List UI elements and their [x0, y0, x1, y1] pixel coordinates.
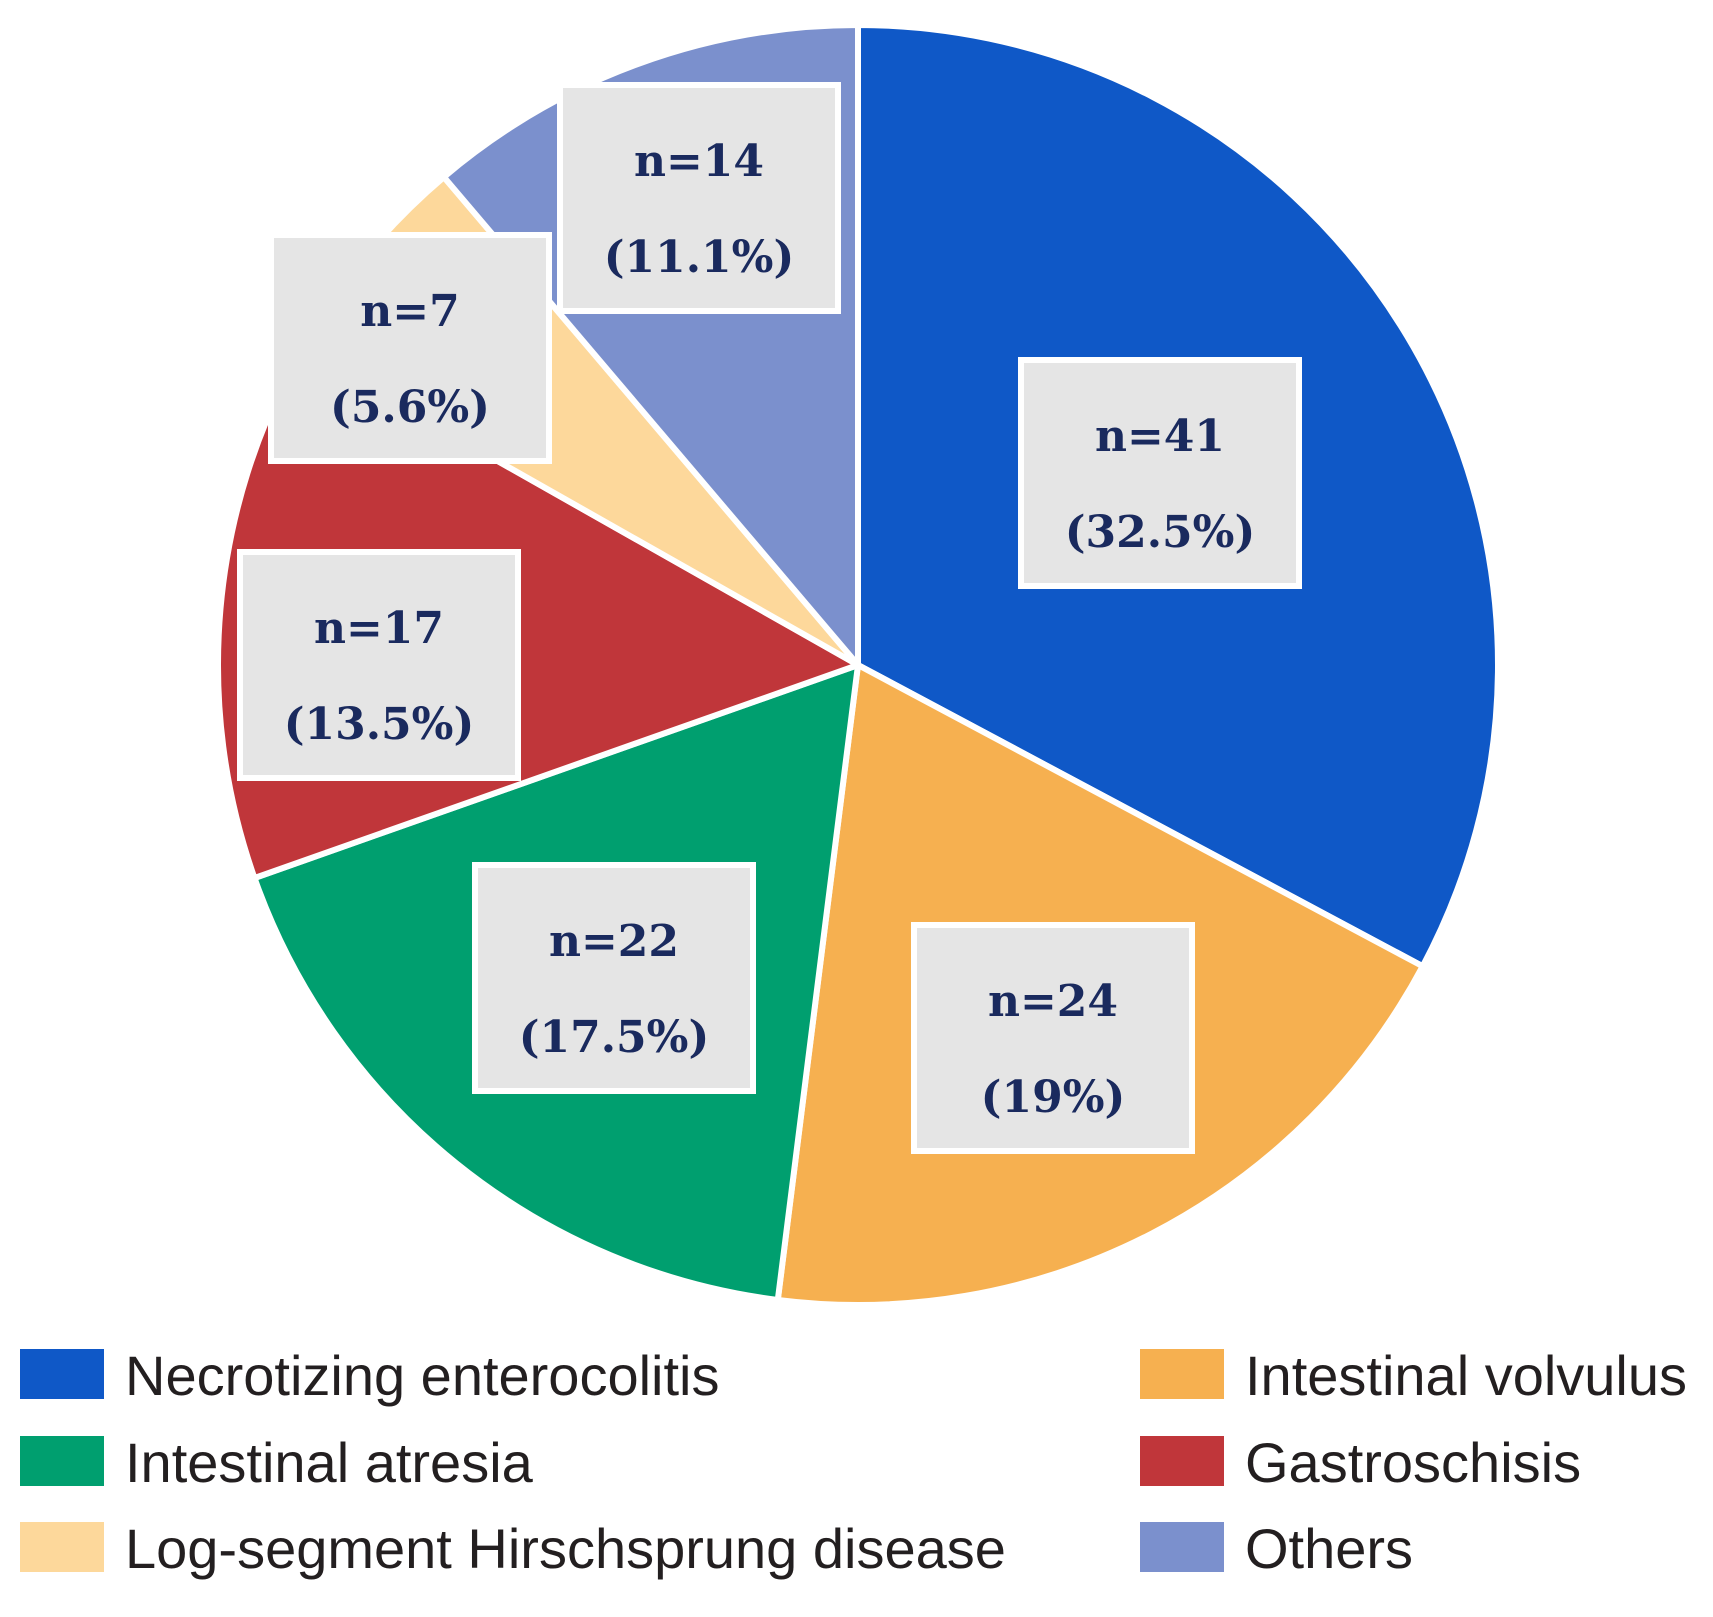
slice-label-box	[472, 862, 756, 1094]
legend-item-intestinal-volvulus: Intestinal volvulus	[1140, 1344, 1687, 1407]
slice-count-label: n=22	[549, 916, 679, 967]
slice-label-gastroschisis: n=17 (13.5%)	[237, 549, 521, 781]
legend: Necrotizing enterocolitis Intestinal volv…	[20, 1344, 1687, 1580]
slice-percent-label: (17.5%)	[519, 1012, 710, 1063]
legend-item-intestinal-atresia: Intestinal atresia	[20, 1431, 534, 1494]
legend-label: Necrotizing enterocolitis	[125, 1344, 719, 1407]
slice-percent-label: (13.5%)	[284, 699, 475, 750]
slice-label-intestinal-volvulus: n=24 (19%)	[911, 922, 1195, 1154]
slice-label-box	[557, 82, 841, 314]
legend-label: Intestinal volvulus	[1245, 1344, 1687, 1407]
slice-percent-label: (19%)	[981, 1072, 1126, 1123]
legend-swatch	[1140, 1349, 1224, 1399]
legend-swatch	[1140, 1522, 1224, 1572]
legend-label: Gastroschisis	[1245, 1431, 1581, 1494]
legend-item-log-segment-hirschsprung-disease: Log-segment Hirschsprung disease	[20, 1517, 1006, 1580]
slice-count-label: n=14	[634, 136, 764, 187]
slice-label-intestinal-atresia: n=22 (17.5%)	[472, 862, 756, 1094]
legend-label: Log-segment Hirschsprung disease	[125, 1517, 1006, 1580]
legend-swatch	[20, 1522, 104, 1572]
slice-label-log-segment-hirschsprung-disease: n=7 (5.6%)	[268, 232, 552, 464]
legend-item-gastroschisis: Gastroschisis	[1140, 1431, 1581, 1494]
slice-labels: n=41 (32.5%) n=24 (19%) n=22 (17.5%) n=17 (13.5…	[237, 82, 1302, 1154]
legend-label: Others	[1245, 1517, 1413, 1580]
legend-item-others: Others	[1140, 1517, 1413, 1580]
slice-percent-label: (32.5%)	[1065, 507, 1256, 558]
legend-item-necrotizing-enterocolitis: Necrotizing enterocolitis	[20, 1344, 719, 1407]
slice-label-necrotizing-enterocolitis: n=41 (32.5%)	[1018, 357, 1302, 589]
slice-percent-label: (5.6%)	[330, 382, 490, 433]
slice-label-box	[1018, 357, 1302, 589]
legend-swatch	[20, 1349, 104, 1399]
slice-label-box	[911, 922, 1195, 1154]
legend-label: Intestinal atresia	[125, 1431, 534, 1494]
slice-percent-label: (11.1%)	[604, 232, 795, 283]
legend-swatch	[20, 1436, 104, 1486]
slice-label-others: n=14 (11.1%)	[557, 82, 841, 314]
slice-count-label: n=17	[314, 603, 444, 654]
slice-count-label: n=41	[1095, 411, 1225, 462]
slice-label-box	[237, 549, 521, 781]
slice-label-box	[268, 232, 552, 464]
legend-swatch	[1140, 1436, 1224, 1486]
slice-count-label: n=24	[988, 976, 1118, 1027]
slice-count-label: n=7	[360, 286, 459, 337]
